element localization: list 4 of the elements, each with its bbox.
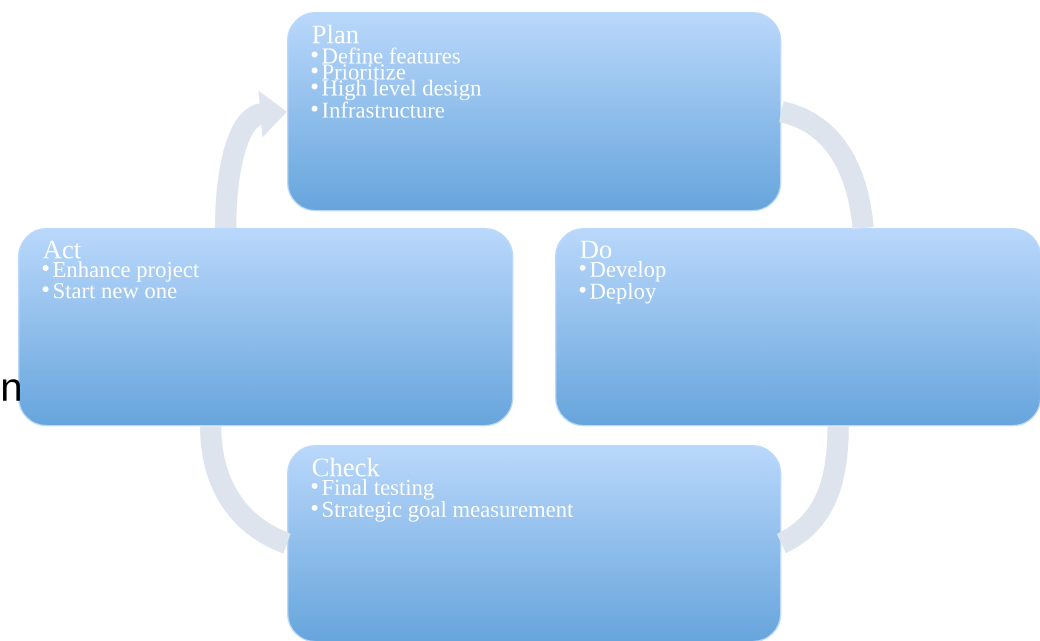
cut-off-letter: n bbox=[2, 379, 20, 401]
process-box: Plan Define features Prioritize High level design Infrastructure bbox=[287, 12, 782, 212]
process-box: Check Final testing Strategic goal measurement bbox=[287, 445, 782, 641]
process-box: Do Develop Deploy bbox=[555, 228, 1040, 427]
